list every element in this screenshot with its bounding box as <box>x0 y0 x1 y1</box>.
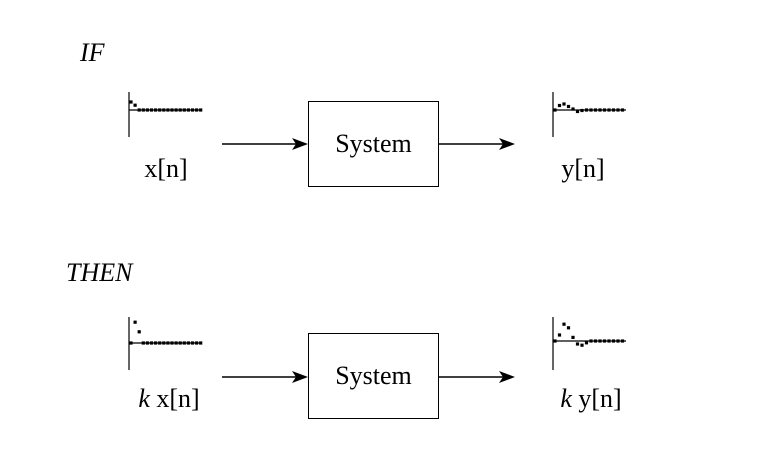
signal-sample <box>616 339 620 343</box>
signal-sample <box>174 341 178 345</box>
output-scale-prefix: k <box>560 384 572 413</box>
signal-sample <box>589 108 593 112</box>
signal-sample <box>141 341 145 345</box>
signal-sample <box>190 341 195 345</box>
signal-sample <box>602 339 607 343</box>
system-box: System <box>308 101 439 187</box>
input-arrow <box>222 138 308 150</box>
signal-sample <box>182 341 186 345</box>
signal-sample <box>137 330 141 334</box>
signal-sample <box>611 339 616 343</box>
input-scale-prefix: k <box>138 384 150 413</box>
signal-sample <box>137 108 141 112</box>
signal-sample <box>133 103 137 107</box>
signal-sample <box>607 339 611 343</box>
signal-sample <box>199 108 203 112</box>
signal-sample <box>158 341 162 345</box>
signal-sample <box>553 339 557 343</box>
then-label: THEN <box>66 258 133 287</box>
signal-sample <box>141 108 145 112</box>
system-label: System <box>335 129 412 158</box>
signal-sample <box>162 341 166 345</box>
signal-sample <box>607 108 611 112</box>
signal-sample <box>186 108 190 112</box>
signal-sample <box>575 342 580 346</box>
input-signal-plot <box>128 92 203 137</box>
signal-sample <box>571 107 575 111</box>
signal-sample <box>170 341 174 345</box>
signal-sample <box>584 341 589 345</box>
signal-sample <box>620 108 625 112</box>
signal-sample <box>186 341 190 345</box>
signal-sample <box>149 108 154 112</box>
signal-sample <box>620 339 625 343</box>
output-signal-plot <box>552 317 626 370</box>
signal-sample <box>133 320 137 324</box>
signal-sample <box>129 100 133 104</box>
signal-sample <box>145 341 149 345</box>
input-signal-plot <box>128 317 203 370</box>
signal-sample <box>182 108 186 112</box>
output-signal-samples <box>553 102 625 114</box>
signal-sample <box>145 108 149 112</box>
signal-sample <box>154 341 158 345</box>
output-arrow <box>438 138 515 150</box>
signal-sample <box>162 108 166 112</box>
signal-sample <box>170 108 174 112</box>
signal-sample <box>593 339 598 343</box>
output-signal-name: y[n] <box>578 384 622 413</box>
signal-sample <box>584 108 589 112</box>
signal-sample <box>166 108 170 112</box>
signal-sample <box>611 108 616 112</box>
signal-sample <box>199 341 203 345</box>
signal-sample <box>166 341 170 345</box>
signal-sample <box>571 335 575 339</box>
input-signal-name: x[n] <box>144 154 188 183</box>
output-signal-samples <box>553 322 625 347</box>
signal-sample <box>598 108 602 112</box>
input-signal-name: x[n] <box>156 384 200 413</box>
signal-sample <box>178 341 182 345</box>
signal-sample <box>598 339 602 343</box>
signal-sample <box>616 108 620 112</box>
system-label: System <box>335 361 412 390</box>
signal-sample <box>154 108 158 112</box>
signal-sample <box>158 108 162 112</box>
signal-sample <box>149 341 154 345</box>
signal-sample <box>562 102 566 106</box>
signal-sample <box>566 104 571 109</box>
output-signal-name: y[n] <box>561 154 605 183</box>
signal-sample <box>562 322 566 326</box>
signal-sample <box>557 333 562 337</box>
output-label: y[n] <box>561 154 604 184</box>
signal-sample <box>580 108 584 113</box>
if-label: IF <box>80 38 105 67</box>
signal-sample <box>190 108 195 112</box>
output-label: k y[n] <box>560 384 621 414</box>
input-signal-samples <box>129 320 203 345</box>
signal-sample <box>593 108 598 112</box>
signal-sample <box>174 108 178 112</box>
signal-sample <box>553 108 557 112</box>
system-box: System <box>308 333 439 419</box>
output-arrow <box>438 371 515 383</box>
signal-sample <box>602 108 607 112</box>
signal-sample <box>195 108 199 112</box>
signal-sample <box>557 103 562 108</box>
input-signal-samples <box>129 100 203 112</box>
signal-sample <box>580 343 584 347</box>
signal-sample <box>195 341 199 345</box>
input-label: x[n] <box>144 154 187 184</box>
signal-sample <box>575 109 580 114</box>
signal-sample <box>589 339 593 343</box>
signal-sample <box>566 326 571 330</box>
signal-sample <box>129 341 133 345</box>
signal-sample <box>178 108 182 112</box>
input-arrow <box>222 371 308 383</box>
input-label: k x[n] <box>138 384 199 414</box>
output-signal-plot <box>552 92 626 137</box>
